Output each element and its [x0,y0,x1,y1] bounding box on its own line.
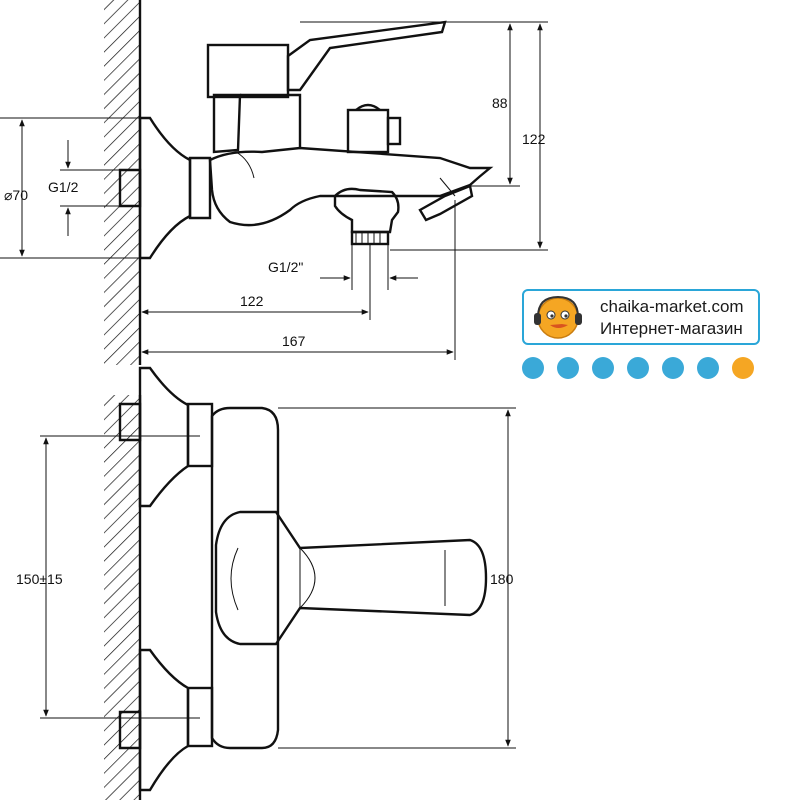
seagull-mascot-icon [534,295,582,339]
decorative-dots [522,357,762,381]
store-badge[interactable]: chaika-market.com Интернет-магазин [522,289,760,345]
faucet-front-view [118,366,488,792]
dim-122-vertical: 122 [522,131,546,147]
wall-bottom [104,395,142,800]
dim-body-height: 180 [490,571,514,587]
dimension-labels: 88 122 ⌀70 G1/2 G1/2" 122 167 150±15 180 [4,95,546,587]
dot-5 [662,357,684,379]
dot-1 [522,357,544,379]
faucet-side-view [118,20,494,260]
wall-top [104,0,142,365]
dim-inlet-spacing: 150±15 [16,571,63,587]
dim-spout-167: 167 [282,333,306,349]
badge-subtitle: Интернет-магазин [600,319,743,338]
dot-2 [557,357,579,379]
dimension-lines-top [0,21,548,360]
dim-spout-122: 122 [240,293,264,309]
badge-url[interactable]: chaika-market.com [600,297,744,316]
dim-88: 88 [492,95,508,111]
dim-inlet-thread: G1/2 [48,179,79,195]
dot-7 [732,357,754,379]
dim-flange-diameter: ⌀70 [4,187,28,203]
dot-6 [697,357,719,379]
dim-outlet-thread: G1/2" [268,259,303,275]
dot-4 [627,357,649,379]
dot-3 [592,357,614,379]
dimension-lines-bottom [40,407,516,749]
